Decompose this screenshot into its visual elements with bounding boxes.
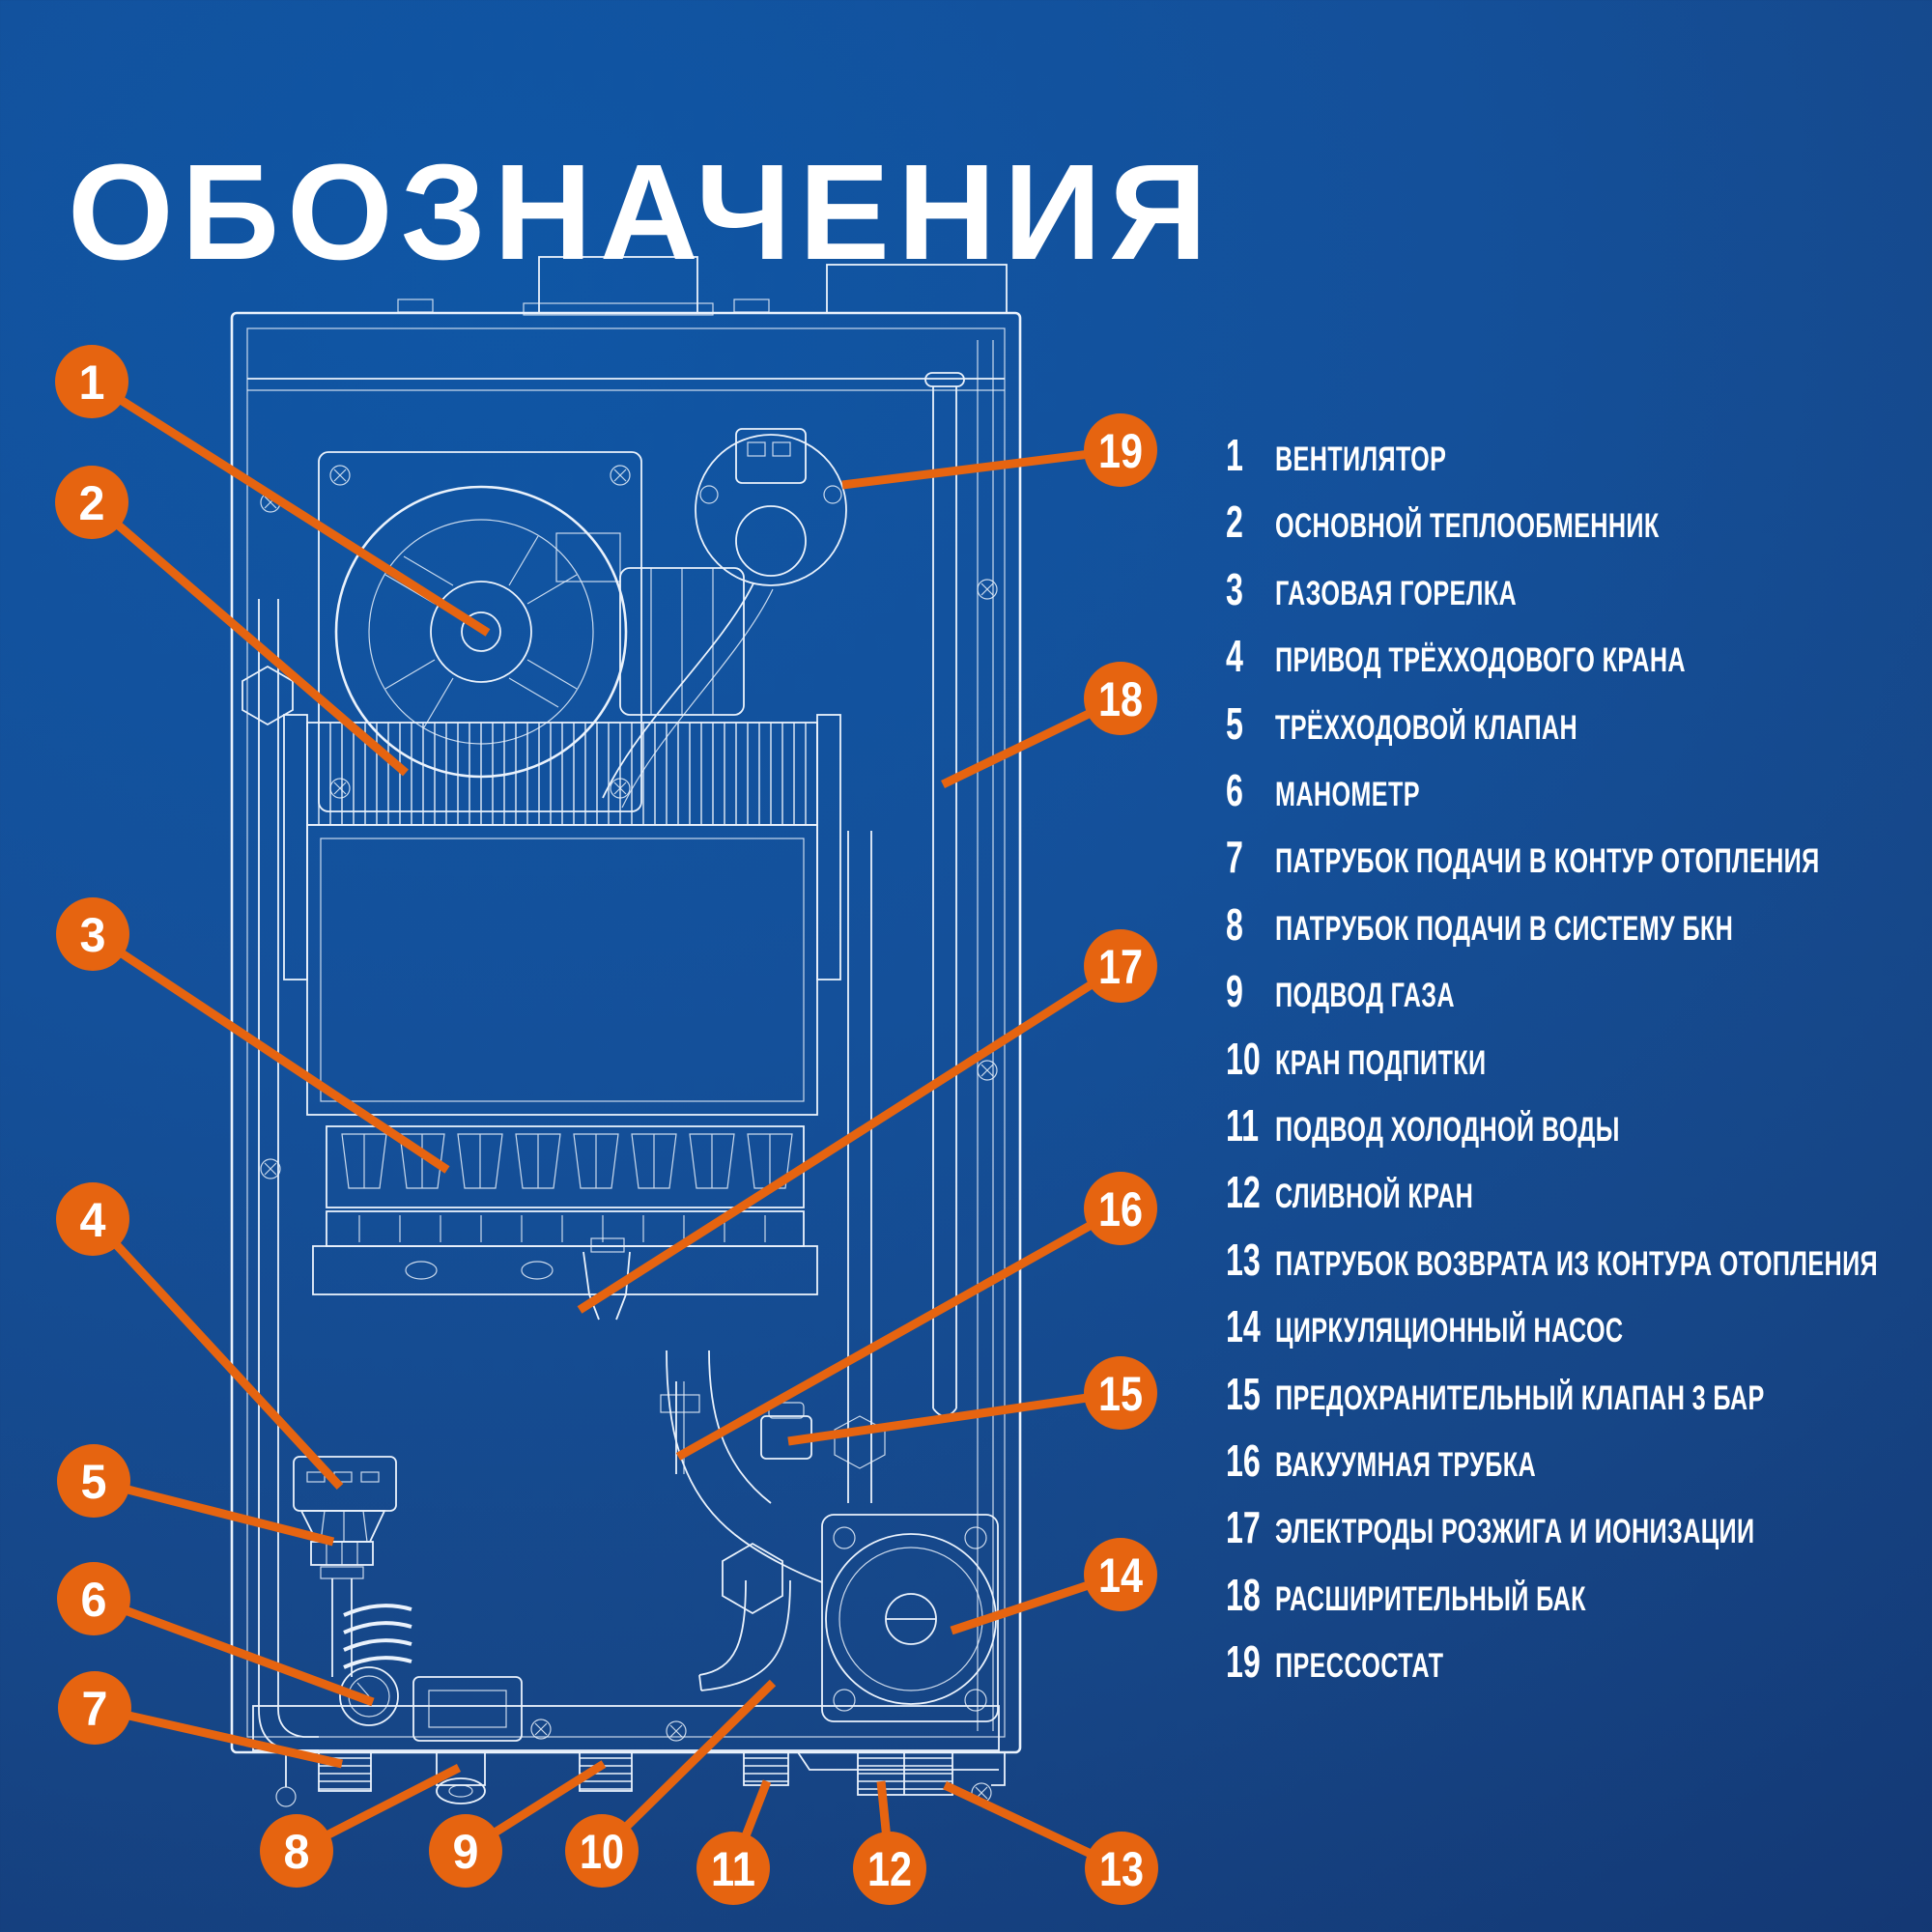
- callout-leader-7: [94, 1703, 343, 1769]
- condensate-spring: [343, 1604, 412, 1669]
- callout-badge-18: [1084, 662, 1157, 735]
- callout-badge-number-19: 19: [1098, 424, 1143, 478]
- callout-leader-1: [89, 378, 491, 637]
- callout-badge-5: [57, 1444, 130, 1518]
- central-piping: [660, 831, 886, 1615]
- callout-leader-17: [577, 962, 1123, 1314]
- callout-leader-6: [92, 1594, 375, 1707]
- callout-badge-13: [1085, 1832, 1158, 1905]
- expansion-tank: [924, 340, 994, 1731]
- callout-badge-number-4: 4: [80, 1193, 106, 1247]
- callout-leader-19: [841, 445, 1122, 490]
- callout-badge-6: [57, 1562, 130, 1635]
- page-title: ОБОЗНАЧЕНИЯ: [68, 135, 1215, 288]
- manometer: [339, 1666, 399, 1726]
- callout-badge-1: [55, 345, 128, 418]
- callout-badge-number-18: 18: [1098, 672, 1143, 726]
- callout-badge-9: [429, 1814, 502, 1888]
- gas-valve-box: [412, 1676, 523, 1742]
- circulation-pump: [821, 1514, 999, 1722]
- callout-leader-3: [90, 930, 450, 1174]
- combustion-chamber: [306, 824, 818, 1116]
- callout-badge-4: [56, 1182, 129, 1256]
- callout-badge-number-9: 9: [453, 1825, 479, 1879]
- callout-leader-5: [92, 1476, 335, 1547]
- callout-leader-15: [787, 1388, 1122, 1446]
- filling-loop-pipe: [698, 1579, 791, 1691]
- three-way-valve-assembly: [293, 1456, 397, 1677]
- heat-exchanger: [283, 714, 841, 980]
- ignition-electrodes: [582, 1237, 631, 1321]
- callout-badge-17: [1084, 929, 1157, 1003]
- callout-badge-15: [1084, 1356, 1157, 1430]
- callout-badge-number-5: 5: [81, 1455, 107, 1509]
- callout-leader-10: [598, 1679, 777, 1855]
- callout-badge-16: [1084, 1172, 1157, 1245]
- callout-badge-number-16: 16: [1098, 1182, 1143, 1236]
- drain-return-fitting: [857, 1751, 953, 1796]
- callout-badge-number-10: 10: [580, 1825, 624, 1879]
- callout-badge-10: [565, 1814, 639, 1888]
- heating-supply-fitting: [318, 1751, 372, 1792]
- callout-badge-2: [55, 466, 128, 539]
- callout-badge-number-7: 7: [82, 1682, 108, 1736]
- callout-badge-8: [260, 1814, 333, 1888]
- gas-burner: [312, 1125, 818, 1295]
- callout-badge-number-15: 15: [1098, 1367, 1143, 1421]
- callout-leader-2: [89, 498, 409, 777]
- callout-badge-number-12: 12: [867, 1842, 912, 1896]
- callout-badge-number-3: 3: [80, 908, 106, 962]
- callout-badge-14: [1084, 1538, 1157, 1611]
- callout-badge-number-8: 8: [284, 1825, 310, 1879]
- callout-badge-11: [696, 1832, 770, 1905]
- flue-collar: [538, 256, 698, 314]
- callout-badge-19: [1084, 413, 1157, 487]
- callout-badge-7: [58, 1671, 131, 1745]
- callout-badge-number-14: 14: [1098, 1548, 1143, 1603]
- callout-badge-number-2: 2: [79, 476, 105, 530]
- callout-leader-4: [89, 1215, 344, 1491]
- callout-badge-number-11: 11: [711, 1842, 755, 1896]
- callout-badge-12: [853, 1832, 926, 1905]
- callout-badge-3: [56, 897, 129, 971]
- callout-leader-16: [675, 1205, 1123, 1461]
- callout-badge-number-17: 17: [1098, 940, 1143, 994]
- bottom-fittings: [318, 1579, 953, 1804]
- cold-water-fitting: [743, 1751, 789, 1786]
- callout-badge-number-1: 1: [79, 355, 105, 410]
- callout-badge-number-13: 13: [1099, 1842, 1144, 1896]
- callout-badge-number-6: 6: [81, 1573, 107, 1627]
